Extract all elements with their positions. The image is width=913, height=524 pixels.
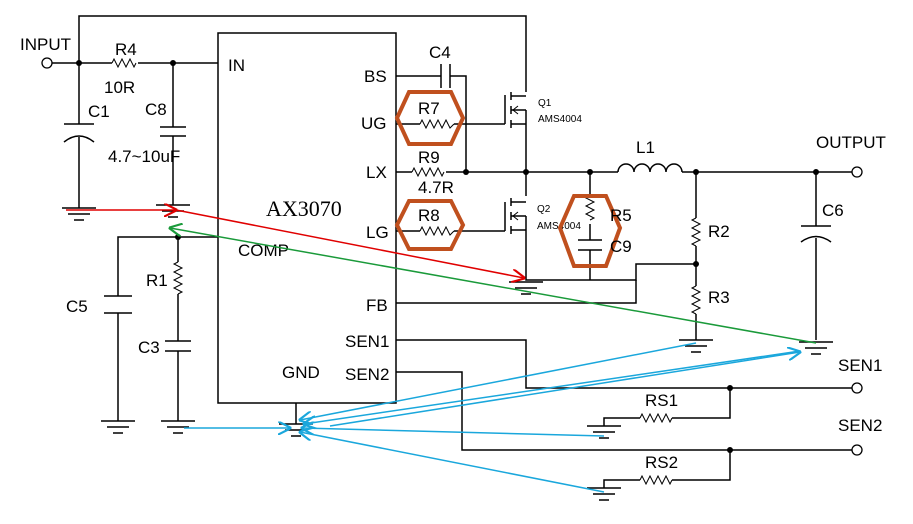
output-terminal xyxy=(851,166,863,178)
q1-name: Q1 xyxy=(538,98,552,109)
rs2-name: RS2 xyxy=(645,453,678,472)
r2-name: R2 xyxy=(708,222,730,241)
r2-resistor xyxy=(690,217,702,247)
junction-lx-left xyxy=(463,169,469,175)
q1-part: AMS4004 xyxy=(538,114,582,125)
pin-ug-label: UG xyxy=(361,114,387,133)
c3-capacitor xyxy=(165,340,191,352)
snubber-highlight xyxy=(557,194,623,268)
pin-bs-label: BS xyxy=(364,67,387,86)
input-label: INPUT xyxy=(20,35,71,54)
top-rail-wire xyxy=(78,15,527,92)
rs2-wire xyxy=(603,450,731,488)
q2-arrow xyxy=(512,211,519,221)
pin-lg-label: LG xyxy=(366,223,389,242)
c9-capacitor xyxy=(578,239,602,251)
arrow-blue-6 xyxy=(329,352,800,427)
c1-name: C1 xyxy=(88,102,110,121)
sen1-wire xyxy=(396,339,852,389)
q1-mosfet xyxy=(504,92,527,128)
q1-arrow xyxy=(512,105,519,115)
l1-inductor xyxy=(617,163,683,173)
sen1-out-label: SEN1 xyxy=(838,356,882,375)
junction-fb xyxy=(693,261,699,267)
r5-resistor xyxy=(584,195,596,221)
r8-name: R8 xyxy=(418,206,440,225)
output-label: OUTPUT xyxy=(816,133,886,152)
q2-name: Q2 xyxy=(537,204,551,215)
r9-resistor xyxy=(411,166,445,178)
arrow-blue-4 xyxy=(302,428,605,437)
r9-name: R9 xyxy=(418,148,440,167)
sen2-wire xyxy=(396,371,852,451)
r8-resistor xyxy=(419,225,455,237)
pin-sen2-label: SEN2 xyxy=(345,365,389,384)
c5-name: C5 xyxy=(66,297,88,316)
r5-name: R5 xyxy=(610,206,632,225)
r4-resistor xyxy=(111,57,137,69)
divider-ground xyxy=(679,339,713,353)
rs1-ground xyxy=(587,425,621,439)
rs2-ground xyxy=(587,487,621,501)
c4-capacitor xyxy=(440,64,451,88)
junction-lx-q xyxy=(523,169,529,175)
sen2-terminal xyxy=(851,444,863,456)
c9-name: C9 xyxy=(610,237,632,256)
input-terminal xyxy=(41,57,53,69)
c6-capacitor xyxy=(800,225,832,243)
c4-name: C4 xyxy=(429,43,451,62)
arrow-red-2 xyxy=(175,209,524,278)
rs1-resistor xyxy=(639,412,673,424)
r4-value: 10R xyxy=(104,78,135,97)
comp-wire xyxy=(117,236,218,421)
junction-comp xyxy=(175,234,181,240)
r1-name: R1 xyxy=(146,271,168,290)
pin-lx-label: LX xyxy=(366,163,387,182)
pin-fb-label: FB xyxy=(366,296,388,315)
c8-name: C8 xyxy=(145,100,167,119)
c1-ground xyxy=(62,207,96,221)
fb-wire xyxy=(396,280,637,304)
c6-name: C6 xyxy=(822,201,844,220)
pin-sen1-label: SEN1 xyxy=(345,332,389,351)
c5-ground xyxy=(101,420,135,434)
c8-capacitor xyxy=(160,126,186,137)
rs1-wire xyxy=(603,388,731,426)
r3-name: R3 xyxy=(708,288,730,307)
q2-ground xyxy=(509,281,543,295)
r7-name: R7 xyxy=(418,99,440,118)
rs1-name: RS1 xyxy=(645,391,678,410)
c3-name: C3 xyxy=(138,338,160,357)
q2-mosfet xyxy=(504,198,527,234)
r8-highlight xyxy=(394,199,466,251)
c5-capacitor xyxy=(104,295,132,314)
r3-resistor xyxy=(690,285,702,315)
r7-resistor xyxy=(419,118,455,130)
rs2-resistor xyxy=(639,474,673,486)
c8-value: 4.7~10uF xyxy=(108,147,180,166)
arrow-green-1 xyxy=(170,228,817,344)
arrow-blue-2 xyxy=(300,342,697,420)
r7-highlight xyxy=(394,90,466,146)
arrow-blue-3 xyxy=(304,350,801,424)
c3-ground xyxy=(161,420,195,434)
pin-gnd-label: GND xyxy=(282,363,320,382)
arrow-blue-5 xyxy=(300,432,605,493)
r4-name: R4 xyxy=(115,40,137,59)
chip-name: AX3070 xyxy=(266,196,342,221)
c6-ground xyxy=(799,341,833,355)
sen2-out-label: SEN2 xyxy=(838,416,882,435)
c1-capacitor xyxy=(63,123,95,143)
pin-in-label: IN xyxy=(228,56,245,75)
r9-value: 4.7R xyxy=(418,178,454,197)
sen1-terminal xyxy=(851,382,863,394)
l1-name: L1 xyxy=(636,138,655,157)
r1-resistor xyxy=(172,261,184,295)
pin-comp-label: COMP xyxy=(238,241,289,260)
bs-wire xyxy=(396,75,467,172)
